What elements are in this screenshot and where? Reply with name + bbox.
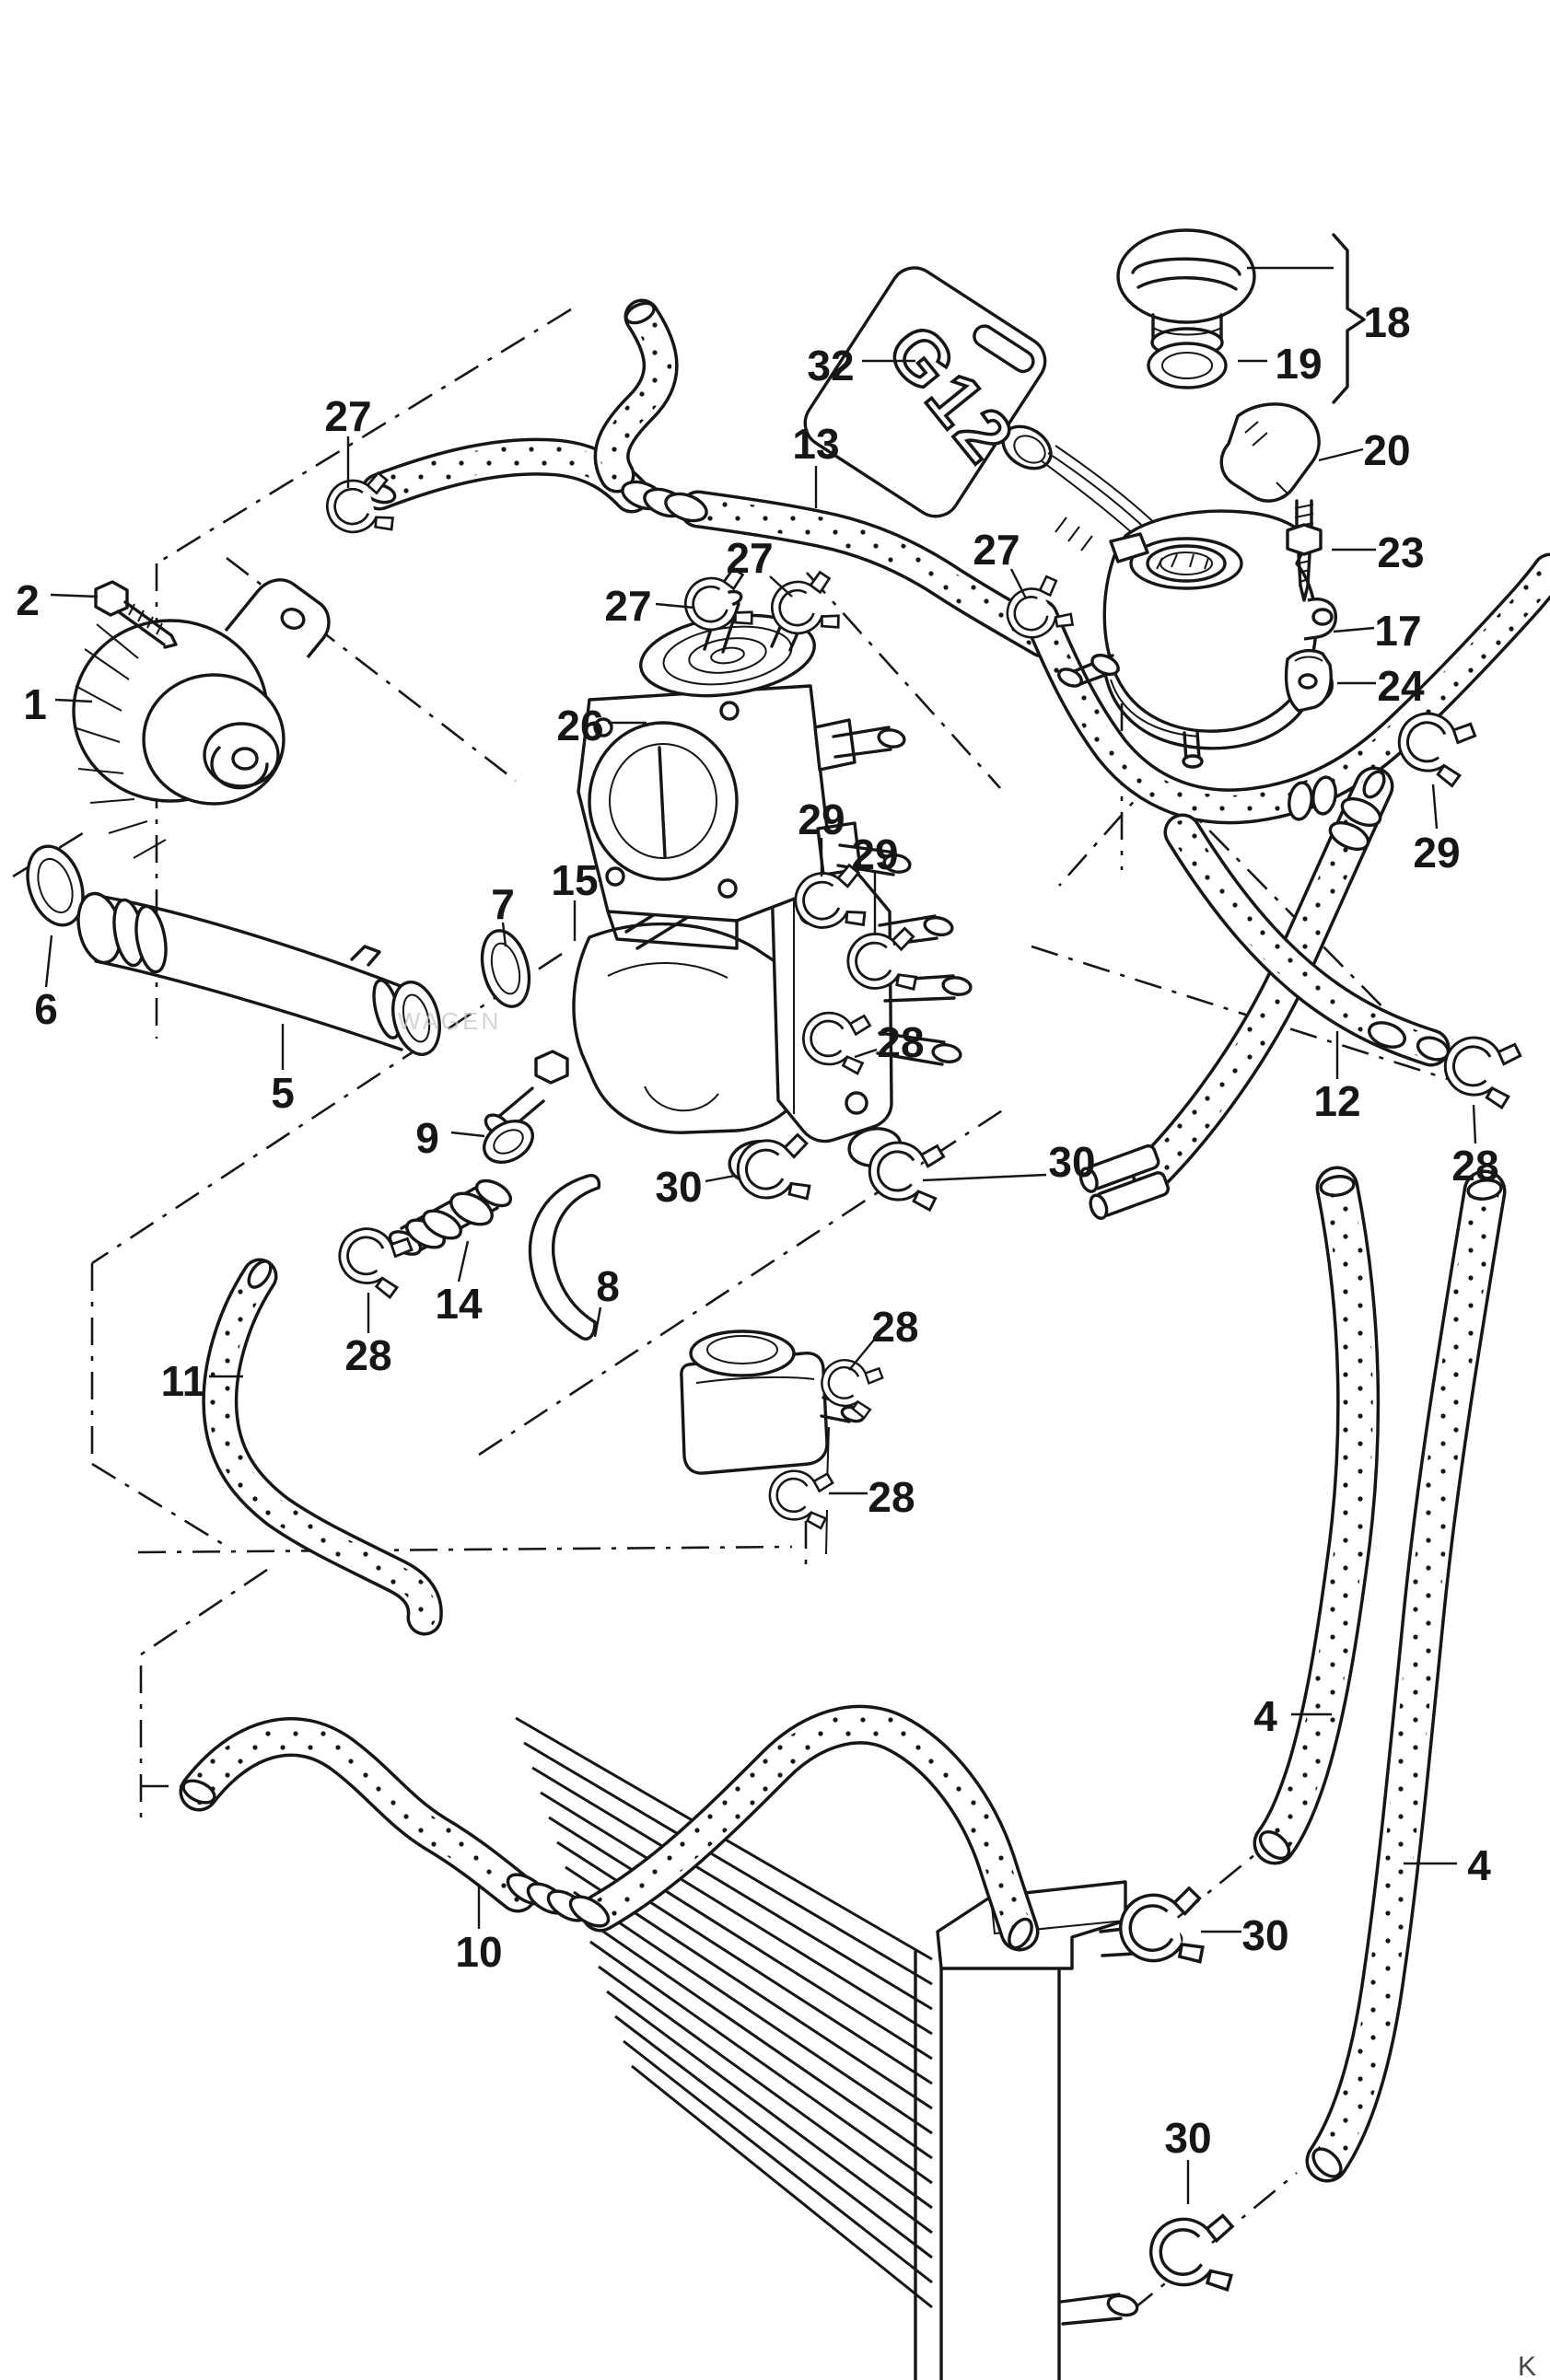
part-label-14: 14 <box>435 1280 483 1328</box>
part-label-4: 4 <box>1253 1692 1277 1740</box>
spring-clip <box>528 1174 601 1341</box>
tank-cap <box>1116 228 1256 358</box>
part-label-29: 29 <box>851 830 898 878</box>
leader-line <box>501 922 507 947</box>
part-label-2: 2 <box>16 576 40 624</box>
part-label-4: 4 <box>1467 1841 1491 1889</box>
water-pump <box>72 578 331 859</box>
leader-line <box>54 698 93 703</box>
watermark: WAGEN <box>398 1007 501 1035</box>
part-label-28: 28 <box>868 1473 915 1521</box>
part-label-28: 28 <box>344 1331 391 1379</box>
part-label-8: 8 <box>596 1262 620 1310</box>
part-label-1: 1 <box>23 680 47 728</box>
part-label-30: 30 <box>1241 1911 1288 1959</box>
part-label-11: 11 <box>161 1357 206 1405</box>
part-label-30: 30 <box>655 1163 702 1211</box>
leader-line <box>705 1174 736 1183</box>
cap-seal <box>1147 342 1228 389</box>
coolant-bottle: G12 <box>803 266 1167 551</box>
bracket-18 <box>1332 233 1366 404</box>
overflow-reservoir <box>680 1329 866 1555</box>
part-label-30: 30 <box>1048 1138 1095 1186</box>
hose-11 <box>208 1265 437 1629</box>
part-label-18: 18 <box>1363 298 1410 346</box>
expansion-tank <box>1057 509 1337 769</box>
leader-line <box>655 602 695 610</box>
clamp-30-d <box>1147 2212 1240 2298</box>
part-label-23: 23 <box>1377 528 1424 576</box>
clamp-30-b <box>865 1138 947 1213</box>
part-label-7: 7 <box>491 880 515 928</box>
part-label-19: 19 <box>1275 340 1322 388</box>
hose-ends <box>181 301 1503 2178</box>
coolant-pipe <box>26 844 531 1056</box>
part-label-9: 9 <box>415 1114 439 1162</box>
hose-4-upper <box>1260 1173 1373 1858</box>
leader-line <box>450 1131 485 1138</box>
cover-20 <box>1219 402 1321 503</box>
bottle-cap <box>1001 424 1053 470</box>
part-label-30: 30 <box>1164 2114 1211 2162</box>
clamp-30-c <box>1113 1885 1212 1977</box>
leader-line <box>593 1306 602 1338</box>
radiator <box>515 1716 1183 2380</box>
part-label-28: 28 <box>1451 1142 1498 1190</box>
leader-line <box>1318 447 1364 462</box>
part-label-10: 10 <box>455 1928 502 1976</box>
part-label-15: 15 <box>551 856 598 904</box>
connector-pipe-14 <box>388 1178 513 1256</box>
leader-line <box>1009 568 1028 599</box>
clamp-28-d <box>765 1468 835 1530</box>
corner-mark: K <box>1518 2351 1536 2380</box>
hose-10-right <box>588 1712 1032 1945</box>
leader-line <box>854 1048 878 1059</box>
part-label-13: 13 <box>792 420 839 468</box>
leader-line <box>1472 1104 1477 1144</box>
part-label-5: 5 <box>271 1069 295 1117</box>
leader-line <box>44 935 53 988</box>
part-label-29: 29 <box>1413 829 1460 877</box>
stud-bolt-23 <box>1286 499 1323 602</box>
part-label-27: 27 <box>324 392 371 440</box>
hose-10-left <box>186 1724 530 1906</box>
part-label-12: 12 <box>1313 1077 1360 1125</box>
part-label-24: 24 <box>1377 662 1425 710</box>
part-label-17: 17 <box>1374 607 1421 655</box>
part-label-27: 27 <box>604 582 651 630</box>
hose-4-lower <box>1312 1177 1499 2176</box>
throttle-body <box>577 589 912 950</box>
leader-line <box>769 575 793 598</box>
leader-line <box>848 1338 876 1371</box>
part-label-26: 26 <box>556 702 603 749</box>
o-ring-6 <box>26 844 85 927</box>
hose-13-right <box>686 497 1055 651</box>
part-label-32: 32 <box>807 342 854 389</box>
part-label-6: 6 <box>34 985 58 1033</box>
leader-line <box>922 1173 1047 1182</box>
leader-line <box>1431 784 1439 830</box>
part-label-27: 27 <box>726 534 773 582</box>
clip-nut-24 <box>1284 648 1333 713</box>
hose-12-twin-ends <box>1078 1144 1171 1220</box>
radiator-bottom-port <box>1106 2293 1139 2317</box>
part-label-29: 29 <box>798 795 845 843</box>
part-label-28: 28 <box>871 1303 918 1351</box>
clamp-28-e <box>1438 1031 1524 1111</box>
part-label-27: 27 <box>973 526 1020 574</box>
leader-line <box>50 593 99 598</box>
pump-bolt <box>94 580 178 649</box>
hose-13-upper <box>600 306 672 486</box>
leader-line <box>457 1240 470 1283</box>
part-label-28: 28 <box>877 1018 924 1066</box>
leader-line <box>1333 626 1375 633</box>
part-label-20: 20 <box>1363 426 1410 474</box>
